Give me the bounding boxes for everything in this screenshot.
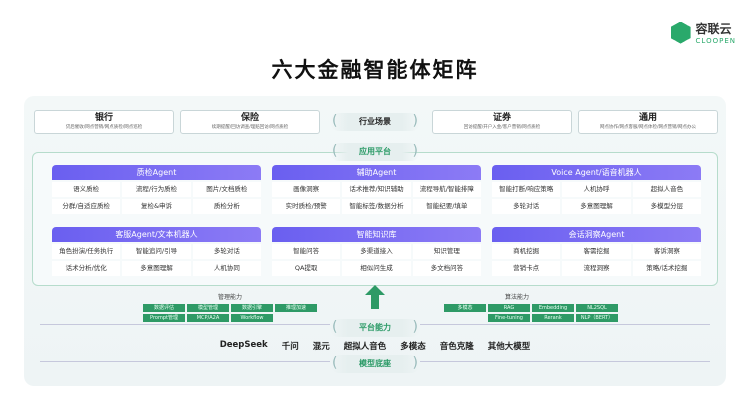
agent-feature: 话术分析/优化 [52, 261, 121, 276]
model-list: DeepSeek 千问 混元 超拟人音色 多模态 音色克隆 其他大模型 [0, 340, 750, 352]
logo-sub: CLOOPEN [695, 37, 736, 45]
agent-feature: 多意图理解 [562, 199, 631, 214]
industry-insurance: 保险续期提醒/回访调查/理赔回访/网点质检 [180, 110, 320, 134]
logo-hex-icon [670, 21, 691, 44]
agent-feature: 角色扮演/任务执行 [52, 244, 121, 259]
app-platform-tag: 应用平台 [330, 143, 420, 161]
agent-feature: 画像洞察 [272, 182, 341, 197]
model-item: DeepSeek [219, 340, 268, 350]
agent-feature: 多渠道接入 [342, 244, 411, 259]
algorithm-label: 算法能力 [505, 294, 530, 301]
agent-feature: 人机协呼 [562, 182, 631, 197]
algorithm-chip: Embedding [532, 304, 574, 312]
agent-feature: 人机协同 [192, 261, 261, 276]
agent-card-title: Voice Agent/语音机器人 [492, 165, 701, 180]
agent-feature: 多轮对话 [492, 199, 561, 214]
agent-feature: 图片/文档质检 [192, 182, 261, 197]
agent-card: 辅助Agent 画像洞察话术推荐/知识辅助流程导航/智能排障实时质检/预警智能标签… [272, 165, 481, 214]
industry-securities: 证券回访提醒/开户入金/客户营销/网点质检 [432, 110, 572, 134]
algorithm-chip: RAG [488, 304, 530, 312]
agent-feature: 语义质检 [52, 182, 121, 197]
industry-sub: 贷后催收/网点营销/网点质检/网点巡检 [65, 125, 143, 130]
governance-chip: Prompt管理 [143, 314, 185, 322]
agent-card-title: 智能知识库 [272, 227, 481, 242]
governance-chip: MCP/A2A [187, 314, 229, 322]
agent-feature: 复检&申诉 [122, 199, 191, 214]
agent-card: 客服Agent/文本机器人角色扮演/任务执行智能追问/引导多轮对话话术分析/优化… [52, 227, 261, 276]
agent-feature: 客需挖掘 [562, 244, 631, 259]
industry-scene-tag: 行业场景 [330, 113, 420, 131]
agent-feature: 相似问生成 [342, 261, 411, 276]
agent-feature: 实时质检/预警 [272, 199, 341, 214]
governance-chip: 数据引擎 [231, 304, 273, 312]
governance-chip: Workflow [231, 314, 273, 322]
agent-feature: 话术推荐/知识辅助 [342, 182, 411, 197]
agent-feature: 客诉洞察 [632, 244, 701, 259]
industry-sub: 网点协作/网点客服/网点体检/网点营销/网点办公 [599, 125, 697, 130]
agent-card-title: 客服Agent/文本机器人 [52, 227, 261, 242]
agent-feature: 智能纪要/填单 [412, 199, 481, 214]
agent-feature: 分群/自适应质检 [52, 199, 121, 214]
agent-card-title: 会话洞察Agent [492, 227, 701, 242]
agent-feature: 流程洞察 [562, 261, 631, 276]
industry-name: 通用 [638, 113, 657, 123]
agent-card: Voice Agent/语音机器人智能打断/响应策略人机协呼超拟人音色多轮对话多… [492, 165, 701, 214]
agent-feature: 智能问答 [272, 244, 341, 259]
agent-feature: 智能追问/引导 [122, 244, 191, 259]
industry-sub: 回访提醒/开户入金/客户营销/网点质检 [463, 125, 541, 130]
page-title: 六大金融智能体矩阵 [271, 58, 479, 82]
algorithm-chip: NLP（BERT） [576, 314, 618, 322]
model-base-tag: 模型底座 [330, 355, 420, 373]
agent-feature: 智能打断/响应策略 [492, 182, 561, 197]
agent-feature: 多意图理解 [122, 261, 191, 276]
model-item: 其他大模型 [487, 342, 531, 352]
industry-name: 保险 [240, 113, 259, 123]
model-item: 千问 [281, 342, 299, 352]
agent-feature: QA提取 [272, 261, 341, 276]
model-item: 音色克隆 [439, 342, 474, 352]
algorithm-chip: 多模态 [444, 304, 486, 312]
governance-chip: 数据评估 [143, 304, 185, 312]
industry-sub: 续期提醒/回访调查/理赔回访/网点质检 [211, 125, 289, 130]
platform-ability-tag: 平台能力 [330, 319, 420, 337]
industry-name: 银行 [94, 113, 113, 123]
agent-feature: 知识管理 [412, 244, 481, 259]
agent-feature: 多文档问答 [412, 261, 481, 276]
agent-feature: 多模型分层 [632, 199, 701, 214]
governance-chip: 推理加速 [275, 304, 317, 312]
agent-card: 质检Agent 语义质检流程/行为质检图片/文档质检分群/自适应质检复检&申诉质检… [52, 165, 261, 214]
algorithm-chip: Fine-tuning [488, 314, 530, 322]
algorithm-chip: Rerank [532, 314, 574, 322]
agent-feature: 策略/话术挖掘 [632, 261, 701, 276]
industry-name: 证券 [492, 113, 511, 123]
agent-feature: 商机挖掘 [492, 244, 561, 259]
agent-card-title: 辅助Agent [272, 165, 481, 180]
agent-feature: 流程导航/智能排障 [412, 182, 481, 197]
logo-name: 容联云 [695, 22, 732, 36]
governance-label: 管理能力 [218, 294, 243, 301]
industry-bank: 银行贷后催收/网点营销/网点质检/网点巡检 [34, 110, 174, 134]
agent-feature: 营销卡点 [492, 261, 561, 276]
up-arrow-icon [365, 285, 385, 309]
model-item: 混元 [312, 342, 330, 352]
agent-card: 智能知识库智能问答多渠道接入知识管理 QA提取相似问生成多文档问答 [272, 227, 481, 276]
agent-feature: 多轮对话 [192, 244, 261, 259]
agent-card: 会话洞察Agent 商机挖掘客需挖掘客诉洞察营销卡点流程洞察策略/话术挖掘 [492, 227, 701, 276]
agent-feature: 质检分析 [192, 199, 261, 214]
algorithm-chip: NL2SQL [576, 304, 618, 312]
model-item: 多模态 [400, 342, 426, 352]
agent-feature: 超拟人音色 [632, 182, 701, 197]
agent-feature: 智能标签/数据分析 [342, 199, 411, 214]
model-item: 超拟人音色 [343, 342, 387, 352]
industry-general: 通用网点协作/网点客服/网点体检/网点营销/网点办公 [578, 110, 718, 134]
governance-chip: 模型管理 [187, 304, 229, 312]
agent-card-title: 质检Agent [52, 165, 261, 180]
agent-feature: 流程/行为质检 [122, 182, 191, 197]
